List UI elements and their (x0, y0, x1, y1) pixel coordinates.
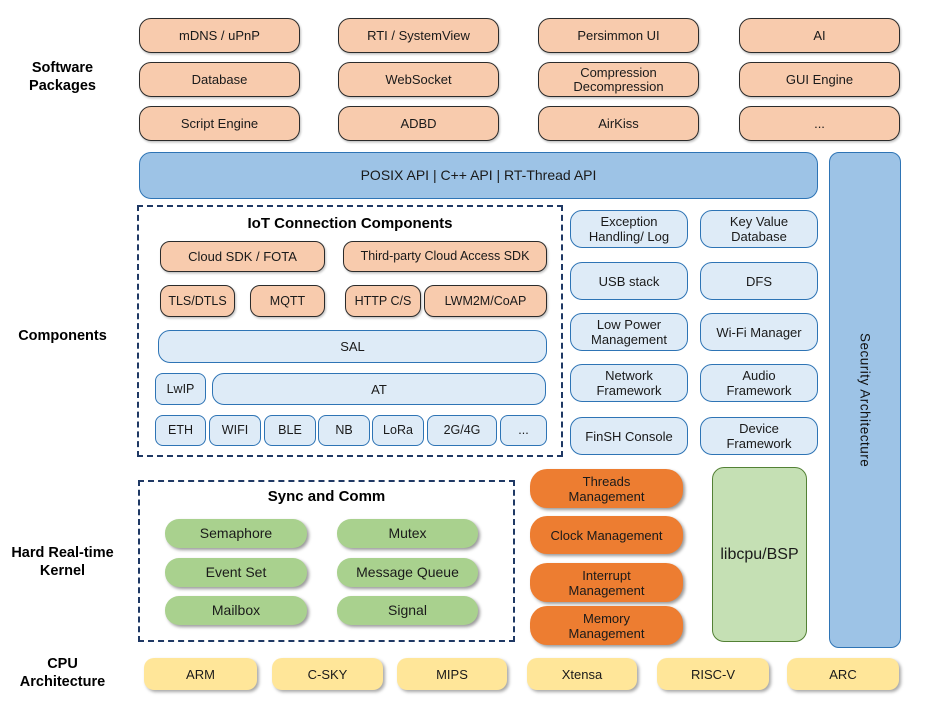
svc-low-power-management: Low Power Management (570, 313, 688, 351)
iot-link-lora: LoRa (372, 415, 424, 446)
kernel-libcpu-bsp: libcpu/BSP (712, 467, 807, 642)
svc-usb-stack: USB stack (570, 262, 688, 300)
kernel-message-queue: Message Queue (337, 558, 478, 587)
kernel-mailbox: Mailbox (165, 596, 307, 625)
iot-http-cs: HTTP C/S (345, 285, 421, 317)
iot-link-eth: ETH (155, 415, 206, 446)
pkg-more: ... (739, 106, 900, 141)
iot-sal: SAL (158, 330, 547, 363)
iot-link-wifi: WIFI (209, 415, 261, 446)
svc-exception-handling-log: Exception Handling/ Log (570, 210, 688, 248)
iot-tls-dtls: TLS/DTLS (160, 285, 235, 317)
cpu-mips: MIPS (397, 658, 507, 690)
pkg-airkiss: AirKiss (538, 106, 699, 141)
pkg-adbd: ADBD (338, 106, 499, 141)
kernel-signal: Signal (337, 596, 478, 625)
cpu-c-sky: C-SKY (272, 658, 383, 690)
kernel-memory-management: Memory Management (530, 606, 683, 645)
pkg-database: Database (139, 62, 300, 97)
iot-link-ble: BLE (264, 415, 316, 446)
cpu-xtensa: Xtensa (527, 658, 637, 690)
kernel-interrupt-management: Interrupt Management (530, 563, 683, 602)
pkg-ai: AI (739, 18, 900, 53)
svc-finsh-console: FinSH Console (570, 417, 688, 455)
svc-device-framework: Device Framework (700, 417, 818, 455)
iot-cloud-sdk-fota: Cloud SDK / FOTA (160, 241, 325, 272)
label-software-packages: Software Packages (29, 60, 96, 94)
pkg-compression-decompression: Compression Decompression (538, 62, 699, 97)
iot-link-more: ... (500, 415, 547, 446)
iot-connection-components-group: IoT Connection Components (137, 205, 563, 457)
iot-at: AT (212, 373, 546, 405)
cpu-arc: ARC (787, 658, 899, 690)
iot-lwm2m-coap: LWM2M/CoAP (424, 285, 547, 317)
iot-thirdparty-cloud-sdk: Third-party Cloud Access SDK (343, 241, 547, 272)
svc-dfs: DFS (700, 262, 818, 300)
iot-mqtt: MQTT (250, 285, 325, 317)
label-hard-realtime-kernel: Hard Real-time Kernel (11, 545, 114, 579)
iot-lwip: LwIP (155, 373, 206, 405)
cpu-arm: ARM (144, 658, 257, 690)
pkg-mdns-upnp: mDNS / uPnP (139, 18, 300, 53)
label-components: Components (18, 328, 107, 344)
security-architecture-bar: Security Architecture (829, 152, 901, 648)
kernel-event-set: Event Set (165, 558, 307, 587)
svc-network-framework: Network Framework (570, 364, 688, 402)
iot-group-title: IoT Connection Components (247, 215, 453, 232)
kernel-mutex: Mutex (337, 519, 478, 548)
sync-and-comm-title: Sync and Comm (267, 488, 386, 505)
iot-link-2g4g: 2G/4G (427, 415, 497, 446)
pkg-persimmon-ui: Persimmon UI (538, 18, 699, 53)
iot-link-nb: NB (318, 415, 370, 446)
sync-and-comm-group: Sync and Comm (138, 480, 515, 642)
kernel-threads-management: Threads Management (530, 469, 683, 508)
cpu-risc-v: RISC-V (657, 658, 769, 690)
kernel-semaphore: Semaphore (165, 519, 307, 548)
svc-wifi-manager: Wi-Fi Manager (700, 313, 818, 351)
label-cpu-architecture: CPU Architecture (19, 656, 106, 690)
pkg-rti-systemview: RTI / SystemView (338, 18, 499, 53)
svc-audio-framework: Audio Framework (700, 364, 818, 402)
svc-key-value-database: Key Value Database (700, 210, 818, 248)
pkg-websocket: WebSocket (338, 62, 499, 97)
pkg-script-engine: Script Engine (139, 106, 300, 141)
security-architecture-label: Security Architecture (857, 332, 873, 468)
api-bar: POSIX API | C++ API | RT-Thread API (139, 152, 818, 199)
kernel-clock-management: Clock Management (530, 516, 683, 554)
pkg-gui-engine: GUI Engine (739, 62, 900, 97)
